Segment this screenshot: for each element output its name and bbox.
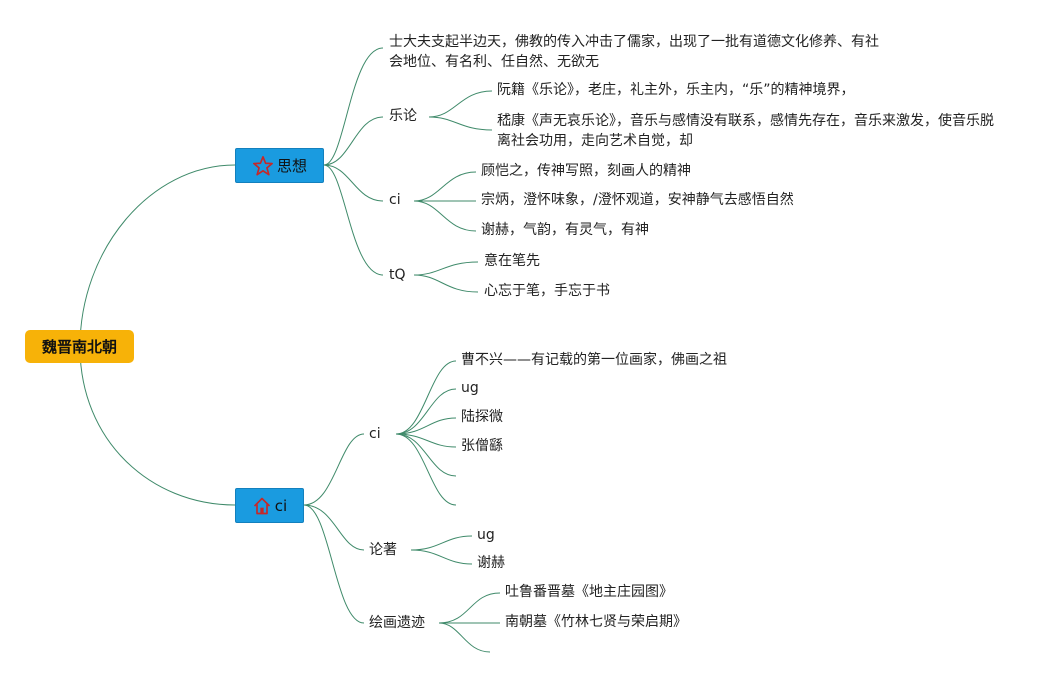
topic-music-theory[interactable]: 乐论 <box>389 106 417 126</box>
branch-ci[interactable]: ci <box>235 488 304 523</box>
leaf-gu-kaizhi[interactable]: 顾恺之，传神写照，刻画人的精神 <box>481 161 691 181</box>
topic-ci-painters[interactable]: ci <box>369 424 381 444</box>
branch-label: 思想 <box>276 157 307 175</box>
branch-thought[interactable]: 思想 <box>235 148 324 183</box>
leaf-forget-brush[interactable]: 心忘于笔，手忘于书 <box>484 281 610 301</box>
leaf-lu-tanwei[interactable]: 陆探微 <box>461 407 503 427</box>
leaf-label: 心忘于笔，手忘于书 <box>484 283 610 299</box>
leaf-cao-buxing[interactable]: 曹不兴——有记载的第一位画家，佛画之祖 <box>461 350 727 370</box>
topic-label: ci <box>389 192 401 208</box>
leaf-southern-tomb[interactable]: 南朝墓《竹林七贤与荣启期》 <box>505 612 687 632</box>
leaf-ug[interactable]: ug <box>477 525 495 545</box>
branch-label: ci <box>274 496 288 515</box>
topic-treatises[interactable]: 论著 <box>369 540 397 560</box>
leaf-label: 张僧繇 <box>461 438 503 454</box>
root-node[interactable]: 魏晋南北朝 <box>25 330 134 363</box>
topic-tq[interactable]: tQ <box>389 265 406 285</box>
topic-label: 绘画遗迹 <box>369 615 425 631</box>
topic-label: tQ <box>389 267 406 283</box>
leaf-label: 谢赫，气韵，有灵气，有神 <box>481 222 649 238</box>
leaf-ug[interactable]: ug <box>461 378 479 398</box>
leaf-label: ug <box>461 380 479 396</box>
leaf-ji-kang[interactable]: 嵇康《声无哀乐论》，音乐与感情没有联系，感情先存在，音乐来激发，使音乐脱离社会功… <box>497 111 997 151</box>
leaf-label: ug <box>477 527 495 543</box>
leaf-label: 嵇康《声无哀乐论》，音乐与感情没有联系，感情先存在，音乐来激发，使音乐脱离社会功… <box>497 113 994 149</box>
topic-painting-relics[interactable]: 绘画遗迹 <box>369 613 425 633</box>
leaf-turpan-tomb[interactable]: 吐鲁番晋墓《地主庄园图》 <box>505 582 673 602</box>
house-icon <box>252 496 272 516</box>
topic-label: 论著 <box>369 542 397 558</box>
leaf-zong-bing[interactable]: 宗炳，澄怀味象，/澄怀观道，安神静气去感悟自然 <box>481 190 794 210</box>
leaf-label: 宗炳，澄怀味象，/澄怀观道，安神静气去感悟自然 <box>481 192 794 208</box>
root-label: 魏晋南北朝 <box>41 338 117 356</box>
leaf-label: 吐鲁番晋墓《地主庄园图》 <box>505 584 673 600</box>
leaf-label: 阮籍《乐论》，老庄，礼主外，乐主内，“乐”的精神境界， <box>497 82 855 98</box>
topic-ci-painting-theory[interactable]: ci <box>389 190 401 210</box>
leaf-xie-he[interactable]: 谢赫 <box>477 553 505 573</box>
topic-label: 士大夫支起半边天，佛教的传入冲击了儒家，出现了一批有道德文化修养、有社会地位、有… <box>389 34 879 70</box>
leaf-label: 谢赫 <box>477 555 505 571</box>
star-icon <box>252 155 274 177</box>
leaf-intent-before-brush[interactable]: 意在笔先 <box>484 251 540 271</box>
leaf-label: 意在笔先 <box>484 253 540 269</box>
topic-scholar-class[interactable]: 士大夫支起半边天，佛教的传入冲击了儒家，出现了一批有道德文化修养、有社会地位、有… <box>389 32 889 72</box>
leaf-label: 顾恺之，传神写照，刻画人的精神 <box>481 163 691 179</box>
leaf-ruan-ji[interactable]: 阮籍《乐论》，老庄，礼主外，乐主内，“乐”的精神境界， <box>497 80 855 100</box>
leaf-label: 陆探微 <box>461 409 503 425</box>
leaf-zhang-sengyao[interactable]: 张僧繇 <box>461 436 503 456</box>
leaf-label: 曹不兴——有记载的第一位画家，佛画之祖 <box>461 352 727 368</box>
topic-label: ci <box>369 426 381 442</box>
leaf-xie-he[interactable]: 谢赫，气韵，有灵气，有神 <box>481 220 649 240</box>
topic-label: 乐论 <box>389 108 417 124</box>
leaf-label: 南朝墓《竹林七贤与荣启期》 <box>505 614 687 630</box>
